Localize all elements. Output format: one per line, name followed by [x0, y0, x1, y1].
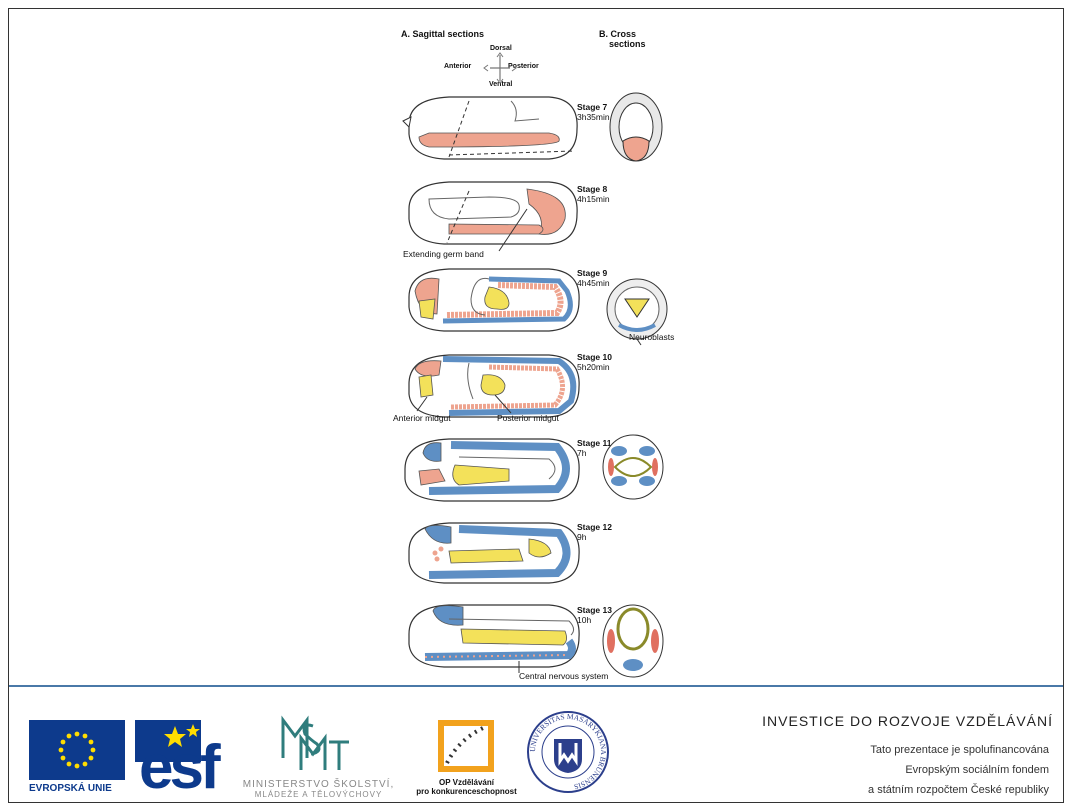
sagittal-stage-8	[408, 181, 578, 252]
orientation-compass: Dorsal Anterior Posterior Ventral	[444, 45, 554, 95]
footer-title: INVESTICE DO ROZVOJE VZDĚLÁVÁNÍ	[762, 713, 1053, 729]
compass-arrows-icon	[483, 52, 517, 84]
footer: EVROPSKÁ UNIE esf MINISTERSTVO ŠKOLSTVÍ,…	[9, 687, 1063, 803]
op-logo: OP Vzdělávání pro konkurenceschopnost	[409, 717, 524, 801]
op-emblem-icon	[438, 720, 494, 772]
cross-section-stage-7	[609, 92, 663, 162]
label-neuroblasts: Neuroblasts	[629, 332, 675, 342]
sagittal-stage-9	[408, 268, 580, 332]
label-cns: Central nervous system	[519, 671, 609, 681]
embryo-drawings	[402, 92, 668, 678]
label-germ-band: Extending germ band	[403, 249, 484, 259]
sagittal-stage-7	[402, 96, 578, 160]
footer-line-1: Tato prezentace je spolufinancována	[870, 744, 1049, 756]
sagittal-stage-10	[408, 354, 580, 418]
esf-logo: esf	[135, 720, 225, 799]
cross-section-stage-13	[602, 604, 664, 678]
label-anterior-midgut: Anterior midgut	[393, 413, 451, 423]
esf-stars-icon	[164, 724, 200, 747]
sagittal-stage-12	[408, 522, 580, 584]
msmt-logo: MINISTERSTVO ŠKOLSTVÍ, MLÁDEŽE A TĚLOVÝC…	[231, 712, 406, 802]
col-a-heading: A. Sagittal sections	[401, 29, 485, 39]
muni-seal-icon: UNIVERSITAS MASARYKIANA BRUNENSIS	[527, 711, 609, 793]
cross-section-stage-11	[602, 434, 664, 500]
muni-seal: UNIVERSITAS MASARYKIANA BRUNENSIS	[526, 709, 610, 795]
footer-line-2: Evropským sociálním fondem	[905, 764, 1049, 776]
label-posterior-midgut: Posterior midgut	[497, 413, 559, 423]
sagittal-stage-11	[404, 438, 580, 502]
msmt-monogram-icon	[281, 715, 349, 770]
sagittal-stage-13	[408, 604, 580, 673]
cross-section-stage-9	[606, 278, 668, 346]
footer-divider	[9, 685, 1063, 687]
footer-line-3: a státním rozpočtem České republiky	[868, 784, 1049, 796]
eu-stars-icon	[58, 731, 96, 769]
eu-logo: EVROPSKÁ UNIE	[29, 720, 127, 798]
